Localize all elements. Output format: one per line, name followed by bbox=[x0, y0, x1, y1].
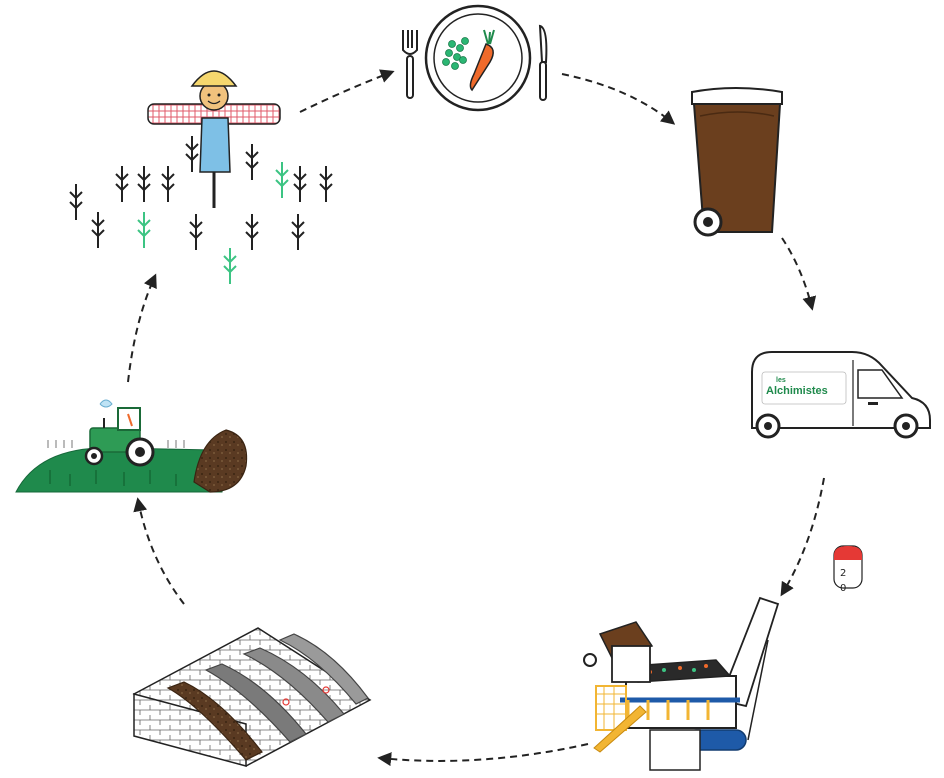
arrow-van-to-machine bbox=[780, 477, 825, 597]
arrow-crops-to-meal bbox=[299, 69, 395, 113]
plate-with-cutlery-icon bbox=[402, 4, 548, 112]
arrow-windrows-to-field bbox=[133, 497, 185, 605]
arrow-machine-to-windrows bbox=[377, 743, 589, 767]
van-brand-main: Alchimistes bbox=[766, 385, 828, 397]
badge-value-line1: 2 bbox=[840, 568, 846, 579]
delivery-van-icon: les Alchimistes bbox=[751, 351, 931, 439]
flow-arrows bbox=[127, 69, 825, 767]
brown-wheelie-bin-icon bbox=[691, 87, 783, 237]
arrow-meal-to-bin bbox=[561, 73, 676, 125]
arrow-bin-to-van bbox=[781, 237, 817, 311]
fork-icon bbox=[402, 30, 418, 99]
carrot-icon bbox=[469, 29, 495, 92]
knife-icon bbox=[538, 24, 548, 101]
notification-badge-icon: 2 0 bbox=[833, 545, 863, 594]
waste-sorting-machine-icon bbox=[583, 596, 780, 771]
arrow-field-to-crops bbox=[127, 273, 157, 383]
crop-plants bbox=[69, 136, 333, 284]
scarecrow-field-icon bbox=[69, 70, 333, 284]
van-brand-small: les bbox=[776, 377, 786, 384]
peas-icon bbox=[442, 37, 469, 70]
compost-bays-icon bbox=[132, 627, 372, 767]
tractor-spreading-compost-icon bbox=[15, 399, 248, 493]
badge-value-line2: 0 bbox=[840, 583, 846, 594]
